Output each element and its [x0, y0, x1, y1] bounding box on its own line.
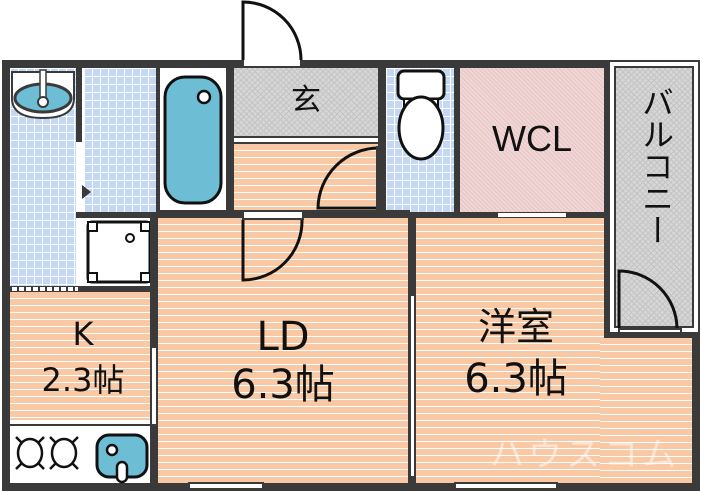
kitchen-label: K [72, 315, 94, 353]
kitchen-floor [10, 292, 150, 420]
western-room-floor [416, 218, 604, 483]
gas-stove-icon [15, 436, 79, 470]
washroom-bottom-wall [76, 212, 160, 218]
hallway-floor [234, 144, 378, 210]
balcony-bottom-wall [604, 332, 700, 338]
door-arrow-icon [82, 185, 91, 199]
balcony-left-wall [604, 60, 612, 338]
balcony-floor [614, 66, 694, 328]
ld-western-sliding-door[interactable] [410, 296, 414, 476]
kitchen-sink-icon [95, 433, 149, 484]
washroom-kitchen-wall [10, 286, 156, 292]
toilet-door-swing-icon[interactable] [316, 146, 382, 210]
toilet-left-wall [378, 68, 386, 218]
western-room-window[interactable] [454, 482, 558, 490]
washroom-kitchen-sliding-door[interactable] [12, 287, 78, 291]
outer-wall-top [2, 60, 610, 68]
balcony-door-swing-icon[interactable] [616, 268, 682, 330]
balcony-label: バルコニー [637, 86, 675, 246]
kitchen-area: 2.3帖 [41, 361, 125, 399]
ld-door-opening[interactable] [242, 210, 304, 220]
ld-door-swing-icon[interactable] [240, 218, 306, 282]
entrance-label: 玄 [291, 83, 321, 118]
ld-area: 6.3帖 [231, 362, 335, 408]
ld-window[interactable] [188, 482, 264, 490]
bathtub-icon [163, 75, 223, 205]
washroom-floor-2 [84, 68, 156, 214]
washing-machine-icon [86, 220, 152, 284]
toilet-icon [396, 69, 446, 161]
wcl-floor [460, 68, 604, 212]
wcl-door-opening[interactable] [498, 213, 566, 217]
western-room-label: 洋室 [477, 305, 554, 349]
western-room-floor-ext [600, 338, 692, 483]
bath-right-wall [226, 68, 234, 218]
entrance-floor [234, 68, 378, 136]
entrance-step [234, 136, 378, 144]
front-door-swing-icon[interactable] [240, 0, 306, 62]
washroom-partition [76, 68, 82, 142]
outer-wall-left [2, 60, 10, 491]
western-room-area: 6.3帖 [464, 356, 568, 402]
ld-label: LD [256, 314, 310, 360]
bath-left-wall [156, 68, 160, 214]
toilet-right-wall [454, 68, 460, 218]
watermark: ハウスコム [490, 435, 680, 475]
ld-floor [158, 218, 408, 483]
washing-machine-pan [84, 218, 154, 286]
wcl-label: WCL [492, 118, 572, 159]
outer-wall-right [692, 335, 700, 491]
outer-wall-bottom [2, 483, 700, 491]
kitchen-ld-sliding-door[interactable] [152, 348, 156, 424]
washbasin-icon [11, 69, 75, 120]
washroom-door-opening[interactable] [77, 142, 82, 214]
